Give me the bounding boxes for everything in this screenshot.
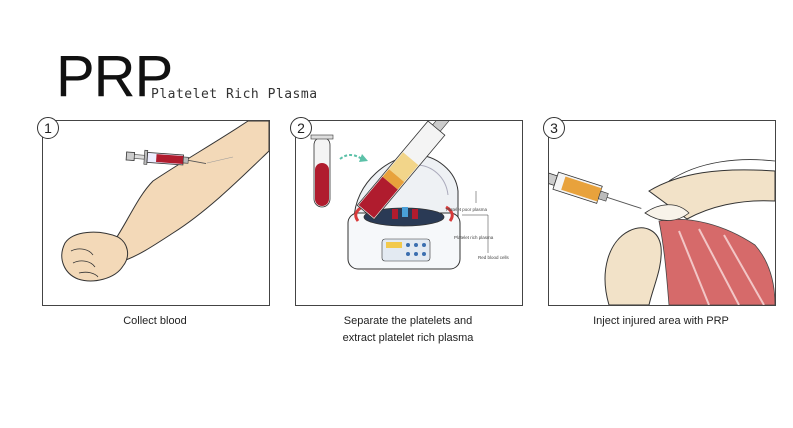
- syringe-icon: [125, 149, 207, 166]
- shoulder-injection-illustration: [549, 159, 775, 305]
- step-1-panel: [42, 120, 270, 306]
- platelet-poor-label: Platelet poor plasma: [446, 207, 488, 212]
- injection-syringe-icon: [549, 171, 642, 209]
- page-title: PRP: [56, 44, 173, 109]
- arm: [112, 121, 269, 262]
- step-3-caption: Inject injured area with PRP: [541, 313, 781, 330]
- test-tube-icon: [310, 134, 334, 208]
- step-3-panel: [548, 120, 776, 306]
- red-cells-label: Red blood cells: [478, 255, 510, 260]
- step-2-caption-line-2: extract platelet rich plasma: [342, 332, 474, 344]
- step-3-caption-line: Inject injured area with PRP: [593, 315, 729, 327]
- separated-syringe-icon: [356, 121, 450, 220]
- step-2-caption: Separate the platelets and extract plate…: [288, 313, 528, 347]
- step-2-caption-line-1: Separate the platelets and: [343, 315, 473, 327]
- shoulder-bone: [604, 227, 662, 305]
- step-2-number: 2: [290, 117, 312, 139]
- rotation-arrow-right-icon: [445, 205, 454, 222]
- arm-blood-draw-illustration: [61, 121, 269, 282]
- step-2-panel: Platelet poor plasma Platelet rich plasm…: [295, 120, 523, 306]
- step-1-number: 1: [37, 117, 59, 139]
- step-1-caption-line: Collect blood: [123, 315, 187, 327]
- step-1-caption: Collect blood: [35, 313, 275, 330]
- transfer-arrow-icon: [339, 154, 363, 160]
- page-subtitle: Platelet Rich Plasma: [151, 87, 318, 102]
- step-3-number: 3: [543, 117, 565, 139]
- platelet-rich-label: Platelet rich plasma: [454, 235, 494, 240]
- fist: [61, 231, 129, 282]
- centrifuge-illustration: Platelet poor plasma Platelet rich plasm…: [310, 121, 510, 270]
